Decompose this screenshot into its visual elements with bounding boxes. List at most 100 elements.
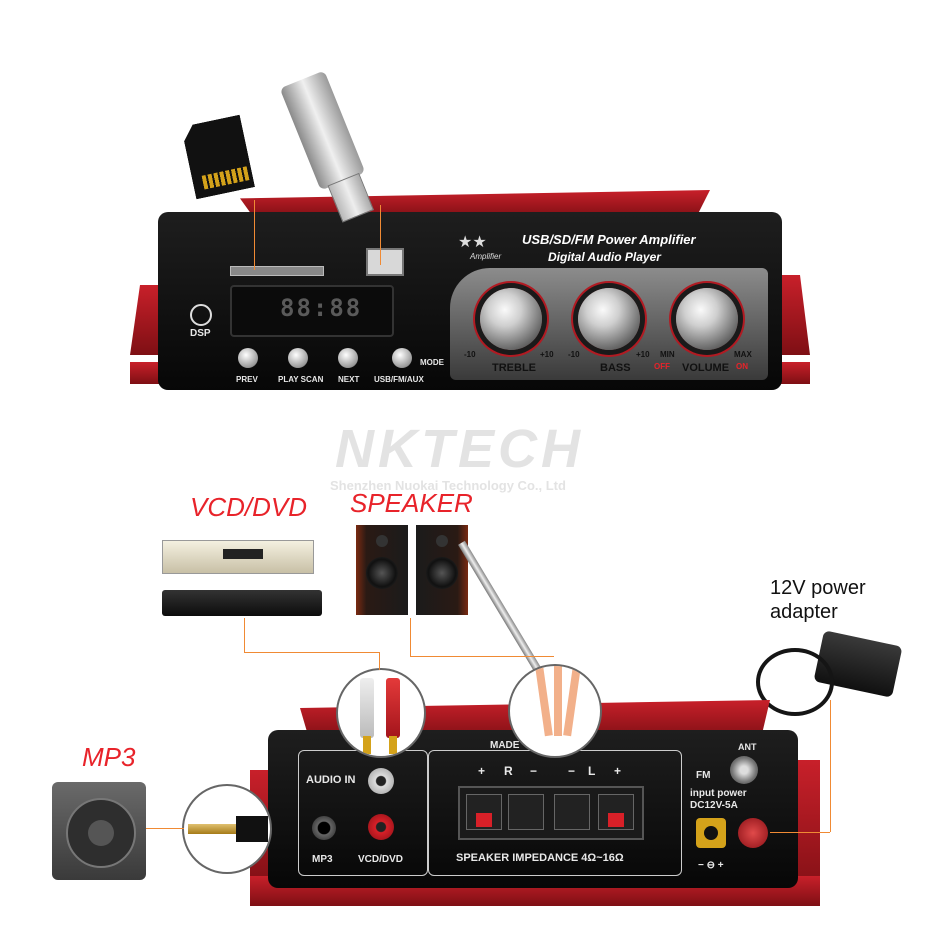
prev-label: PREV: [236, 375, 258, 384]
treble-label: TREBLE: [492, 362, 536, 374]
input-power-label: input power: [690, 788, 747, 799]
speaker-impedance-label: SPEAKER IMPEDANCE 4Ω~16Ω: [456, 852, 624, 864]
channel-l-label: L: [588, 764, 596, 778]
volume-min: MIN: [660, 350, 675, 359]
adapter-line-vertical: [830, 700, 831, 832]
volume-knob[interactable]: [676, 288, 738, 350]
rca-red-tip: [389, 736, 397, 754]
vcd-line-down: [379, 652, 380, 670]
rca-white-jack[interactable]: [368, 768, 394, 794]
rca-white-tip: [363, 736, 371, 754]
bass-label: BASS: [600, 362, 631, 374]
terminal-r-plus-clip: [476, 813, 492, 827]
logo-text: Amplifier: [470, 252, 502, 261]
usb-port: [366, 248, 404, 276]
play-scan-button[interactable]: [288, 348, 308, 368]
next-button[interactable]: [338, 348, 358, 368]
aux-plug-callout: [182, 784, 272, 874]
ant-label: ANT: [738, 742, 757, 752]
sd-connector-line: [254, 200, 255, 270]
rca-red-plug: [386, 678, 400, 738]
sd-card: [181, 115, 255, 200]
display-digits: 88:88: [280, 294, 363, 322]
rca-red-jack[interactable]: [368, 814, 394, 840]
channel-l-plus: +: [614, 764, 622, 778]
channel-r-plus: +: [478, 764, 486, 778]
off-label: OFF: [654, 362, 670, 371]
polarity-label: − ⊖ +: [698, 860, 724, 871]
dvd-player: [162, 590, 322, 616]
aux-plug-grip: [236, 816, 268, 842]
power-adapter-label-1: 12V power: [770, 577, 866, 599]
mp3-label: MP3: [82, 742, 136, 772]
mp3-line: [146, 828, 184, 829]
mp3-jack[interactable]: [312, 816, 336, 840]
vcd-jack-label: VCD/DVD: [358, 854, 404, 865]
usb-connector-line: [380, 205, 381, 265]
sd-card-contacts: [202, 166, 250, 189]
speaker-right-tweeter: [436, 535, 448, 547]
terminal-l-plus-clip: [608, 813, 624, 827]
usb-stick-body: [279, 70, 366, 191]
mode-label: MODE: [420, 358, 444, 367]
power-adapter-label-2: adapter: [770, 601, 838, 623]
speaker-wire-1: [535, 666, 553, 737]
header-line1: USB/SD/FM Power Amplifier: [522, 232, 696, 247]
watermark-brand: NKTECH: [335, 419, 584, 479]
mode-button[interactable]: [392, 348, 412, 368]
antenna-socket[interactable]: [730, 756, 758, 784]
vcd-line-horizontal: [244, 652, 379, 653]
channel-r-minus: −: [530, 764, 538, 778]
speaker-label: SPEAKER: [350, 488, 473, 518]
volume-max: MAX: [734, 350, 752, 359]
terminal-r-minus[interactable]: [508, 794, 544, 830]
bass-max: +10: [636, 350, 650, 359]
watermark-company: Shenzhen Nuokai Technology Co., Ltd: [330, 478, 566, 493]
top-amplifier: ★★ Amplifier USB/SD/FM Power Amplifier D…: [130, 190, 810, 400]
led-display: [230, 285, 394, 337]
treble-max: +10: [540, 350, 554, 359]
volume-label: VOLUME: [682, 362, 730, 374]
play-scan-label: PLAY SCAN: [278, 375, 324, 384]
treble-min: -10: [464, 350, 476, 359]
aux-plug: [188, 824, 238, 834]
mp3-jack-label: MP3: [312, 854, 333, 865]
audio-in-label: AUDIO IN: [306, 774, 356, 786]
dc-power-jack[interactable]: [696, 818, 726, 848]
mp3-center-button[interactable]: [88, 820, 114, 846]
on-label: ON: [736, 362, 748, 371]
speaker-left: [356, 525, 408, 615]
channel-l-minus: −: [568, 764, 576, 778]
header-star-logo: ★★: [458, 234, 487, 251]
dc-power-jack-hole: [704, 826, 718, 840]
header-line2: Digital Audio Player: [548, 250, 661, 264]
mp3-click-wheel[interactable]: [66, 798, 136, 868]
vcd-dvd-label: VCD/DVD: [190, 492, 308, 522]
speaker-right: [416, 525, 468, 615]
speaker-right-woofer: [426, 557, 458, 589]
bass-min: -10: [568, 350, 580, 359]
terminal-r-plus[interactable]: [466, 794, 502, 830]
fm-label: FM: [696, 770, 711, 781]
vcd-player: [162, 540, 314, 574]
vcd-line-vertical: [244, 618, 245, 652]
mp3-player: [52, 782, 146, 880]
speaker-wire-callout: [508, 664, 602, 758]
made-text: MADE: [490, 740, 520, 751]
terminal-l-minus[interactable]: [554, 794, 590, 830]
sd-card-slot: [230, 266, 324, 276]
treble-knob[interactable]: [480, 288, 542, 350]
dc-rating-label: DC12V-5A: [690, 800, 738, 811]
usb-fm-aux-label: USB/FM/AUX: [374, 375, 424, 384]
bass-knob[interactable]: [578, 288, 640, 350]
speaker-left-tweeter: [376, 535, 388, 547]
terminal-l-plus[interactable]: [598, 794, 634, 830]
fuse-holder: [738, 818, 768, 848]
speaker-left-woofer: [366, 557, 398, 589]
prev-button[interactable]: [238, 348, 258, 368]
rca-white-plug: [360, 678, 374, 738]
adapter-line-horizontal: [770, 832, 830, 833]
speaker-wire-3: [563, 666, 581, 737]
speaker-line-vertical: [410, 618, 411, 656]
dsp-icon: [190, 304, 212, 326]
